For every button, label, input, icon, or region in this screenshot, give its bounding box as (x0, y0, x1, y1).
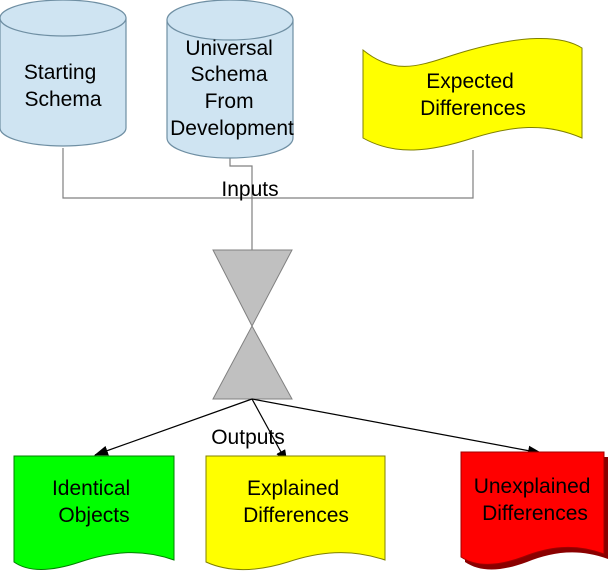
arrow-to-identical-objects (94, 398, 253, 456)
connector-universal-schema (229, 158, 253, 250)
unexplained-differences-document: Unexplained Differences (460, 451, 608, 570)
output-arrows (94, 398, 542, 464)
universal-schema-cylinder-body (166, 19, 294, 159)
starting-schema-cylinder-top (0, 0, 127, 37)
identical-objects-label: Identical Objects (52, 477, 136, 527)
inputs-label: Inputs (221, 178, 278, 201)
starting-schema-cylinder-body (0, 17, 127, 147)
explained-differences-shape (205, 455, 386, 570)
starting-schema-label: Starting Schema (24, 61, 102, 111)
collator-hourglass (212, 249, 293, 400)
expected-differences-label: Expected Differences (420, 70, 526, 120)
explained-differences-document: Explained Differences (205, 455, 386, 570)
expected-differences-tape: Expected Differences (362, 37, 583, 151)
input-connectors (62, 148, 474, 250)
arrow-to-explained-differences (251, 398, 288, 464)
expected-differences-shape (362, 37, 583, 151)
arrow-to-unexplained-differences (251, 398, 542, 456)
collator-top-triangle (212, 249, 293, 328)
collator-bottom-triangle (212, 324, 293, 400)
universal-schema-label: Universal Schema From Development (170, 37, 294, 140)
unexplained-differences-shape (460, 451, 605, 565)
outputs-label: Outputs (211, 426, 285, 449)
identical-objects-shape (13, 455, 175, 570)
connector-starting-schema (62, 148, 474, 199)
universal-schema-cylinder-top (166, 0, 294, 41)
explained-differences-label: Explained Differences (243, 477, 349, 527)
unexplained-differences-label: Unexplained Differences (474, 475, 597, 525)
identical-objects-document: Identical Objects (13, 455, 175, 570)
starting-schema-database: Starting Schema (0, 0, 127, 147)
universal-schema-database: Universal Schema From Development (166, 0, 294, 159)
